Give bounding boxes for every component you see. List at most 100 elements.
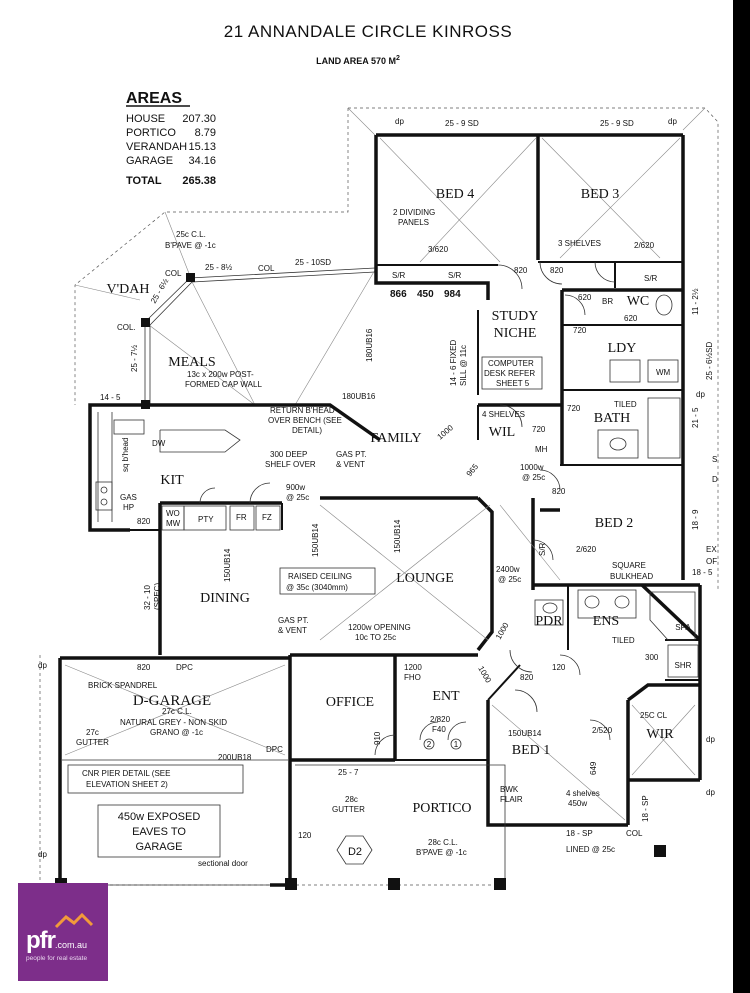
door-marker-label: 2: [427, 740, 432, 749]
dim-18-sp: 18 - SP: [566, 829, 593, 838]
note-dp: dp: [668, 117, 677, 126]
note-opening: 2400w: [496, 565, 520, 574]
room-office: OFFICE: [326, 695, 374, 710]
dim-820: 820: [552, 487, 566, 496]
room-family: FAMILY: [370, 431, 421, 446]
note-gas: GAS PT.: [278, 616, 309, 625]
room-pdr: PDR: [535, 614, 563, 629]
logo-domain: .com.au: [55, 940, 88, 950]
areas-heading: AREAS: [126, 90, 182, 107]
note-garage-floor: NATURAL GREY - NON SKID: [120, 718, 227, 727]
garage-pier: [285, 878, 297, 890]
note-sr: S/R: [448, 271, 462, 280]
room-ldy: LDY: [608, 341, 637, 356]
dim-spec: (SPEC): [153, 583, 162, 610]
verandah-column: [186, 273, 195, 282]
room-bed4: BED 4: [436, 187, 475, 202]
note-dpc: DPC: [266, 745, 283, 754]
land-area-sup: 2: [396, 55, 400, 62]
roof-icon: [54, 913, 94, 929]
room-dining: DINING: [200, 591, 250, 606]
land-area-label: LAND AREA 570 M: [316, 56, 396, 66]
note-opening: 10c TO 25c: [355, 633, 396, 642]
dim-18-9: 18 - 9: [691, 509, 700, 530]
dim-spec: 32 - 10: [143, 585, 152, 610]
shower: [667, 644, 699, 678]
note-shelf: SHELF OVER: [265, 460, 316, 469]
verandah-column: [141, 400, 150, 409]
note-opening: @ 25c: [286, 493, 309, 502]
door-marker-label: 1: [454, 740, 459, 749]
dim-620: 620: [578, 293, 592, 302]
note-door: 2/520: [592, 726, 613, 735]
logo-name: pfr: [26, 927, 56, 954]
ensuite-vanity: [577, 589, 637, 619]
dim-820: 820: [514, 266, 528, 275]
note-sectional-door: sectional door: [198, 859, 248, 868]
room-shr: SHR: [675, 661, 692, 670]
verandah: [141, 267, 376, 409]
note-computer-desk: COMPUTER: [488, 359, 534, 368]
door-marker: [450, 738, 462, 750]
dim-1000: 1000: [476, 665, 493, 685]
note-wir-ceiling: 25C CL: [640, 711, 668, 720]
section-marker: [336, 835, 373, 865]
areas-table: AREAS HOUSE 207.30 PORTICO 8.79 VERANDAH…: [126, 90, 216, 187]
powder-room: [534, 599, 564, 626]
dim-720: 720: [573, 326, 587, 335]
dim-984: 984: [444, 289, 461, 300]
logo-tagline: people for real estate: [26, 955, 88, 962]
dim-620: 620: [624, 314, 638, 323]
note-of: OF: [706, 557, 717, 566]
kitchen-bench: [95, 412, 281, 531]
floor-plan-sheet: 21 ANNANDALE CIRCLE KINROSS LAND AREA 57…: [0, 0, 733, 993]
note-sr: S/R: [392, 271, 406, 280]
dim-25-6sd: 25 - 6½SD: [705, 342, 714, 380]
room-kit: KIT: [160, 473, 184, 488]
scrollbar[interactable]: [733, 0, 750, 993]
portico-pier: [388, 878, 400, 890]
room-ens: ENS: [593, 614, 619, 629]
section-marker-label: D2: [348, 846, 362, 858]
walls: [55, 133, 702, 890]
dim-965: 965: [465, 462, 481, 478]
note-fho: FHO: [404, 673, 421, 682]
dim-910: 910: [373, 731, 382, 745]
note-ceiling: 25c C.L.: [176, 230, 206, 239]
dim-820: 820: [520, 673, 534, 682]
note-portico-paving: B'PAVE @ -1c: [416, 848, 467, 857]
dim-25-7: 25 - 7: [338, 768, 359, 777]
dim-649: 649: [589, 761, 598, 775]
note-dp: dp: [38, 661, 47, 670]
note-shelf: 300 DEEP: [270, 450, 307, 459]
dim-450: 450: [417, 289, 434, 300]
room-ent: ENT: [432, 689, 460, 704]
note-eaves: 450w EXPOSED: [118, 811, 201, 823]
verandah-column: [141, 318, 150, 327]
area-row-value: 34.16: [188, 155, 216, 167]
note-computer-desk: SHEET 5: [496, 379, 530, 388]
note-opening: 1000w: [520, 463, 544, 472]
note-fz: FZ: [262, 513, 272, 522]
note-eaves: EAVES TO: [132, 826, 186, 838]
note-dp: dp: [38, 850, 47, 859]
note-dividing-panels: PANELS: [398, 218, 429, 227]
dim-820: 820: [137, 517, 151, 526]
note-raised-ceiling: @ 35c (3040mm): [286, 583, 348, 592]
verandah-pier: [654, 845, 666, 857]
note-dp: dp: [696, 390, 705, 399]
note-sr: S/R: [644, 274, 658, 283]
dim-820: 820: [550, 266, 564, 275]
note-computer-desk: DESK REFER: [484, 369, 535, 378]
note-pty: PTY: [198, 515, 214, 524]
note-gas-hp: GAS: [120, 493, 137, 502]
dim-300: 300: [645, 653, 659, 662]
note-col: COL: [626, 829, 643, 838]
area-row-value: 15.13: [188, 141, 216, 153]
room-wir: WIR: [646, 727, 674, 742]
room-spa: SPA: [675, 623, 691, 632]
dim-verandah: 25 - 8½: [205, 263, 232, 272]
note-bulkhead: sq b'head: [121, 438, 130, 472]
note-bwk-flair: BWK: [500, 785, 519, 794]
note-garage-ceiling: 27c C.L.: [162, 707, 192, 716]
